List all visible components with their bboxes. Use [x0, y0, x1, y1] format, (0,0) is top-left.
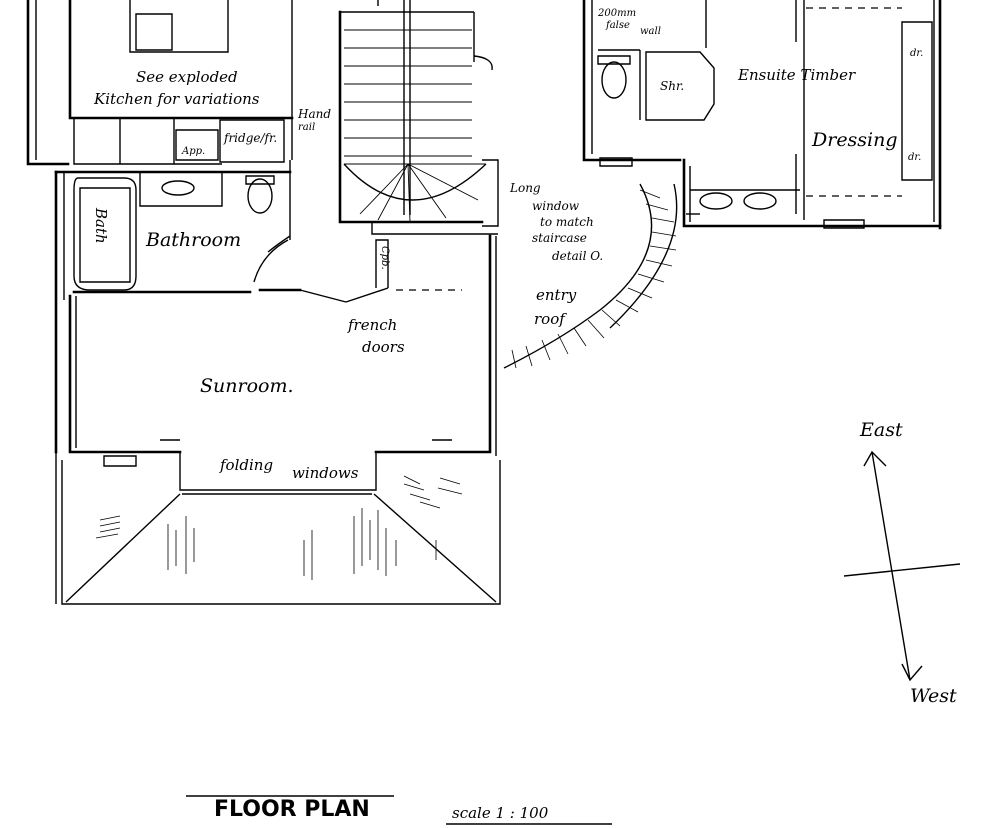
long-window-line-2: window [532, 199, 580, 213]
compass-west-label: West [910, 685, 957, 707]
spiral-staircase [338, 0, 499, 235]
drawing-title: FLOOR PLAN [214, 797, 370, 822]
kitchen [26, 0, 294, 166]
long-window-line-1: Long [509, 181, 541, 195]
dressing-label: Dressing [811, 129, 898, 151]
sunroom-label: Sunroom. [200, 375, 294, 397]
ensuite-label: Ensuite Timber [737, 66, 856, 84]
roof-below [55, 452, 501, 605]
appliance-label: App. [181, 146, 205, 157]
ensuite [582, 0, 942, 230]
entry-roof [503, 183, 678, 369]
hand-rail-label: Hand [297, 107, 331, 121]
bathroom [54, 160, 292, 454]
kitchen-note-line-2: Kitchen for variations [93, 90, 260, 108]
drawing-scale: scale 1 : 100 [452, 804, 549, 822]
compass-east-label: East [859, 419, 903, 441]
kitchen-note-line-1: See exploded [136, 68, 238, 86]
fridge-label: fridge/fr. [223, 131, 277, 145]
french-doors-line-2: doors [362, 338, 405, 356]
french-doors-line-1: french [347, 316, 397, 334]
long-window-line-4: staircase [532, 231, 587, 245]
entry-roof-line-2: roof [534, 310, 567, 328]
drawer-label-2: dr. [908, 152, 921, 163]
false-wall-line-1: 200mm [597, 8, 636, 19]
entry-roof-line-1: entry [536, 286, 577, 304]
drawer-label-1: dr. [910, 48, 923, 59]
title-block [186, 795, 612, 825]
sunroom [68, 234, 497, 467]
folding-windows-line-2: windows [292, 464, 359, 482]
false-wall-line-2: false [605, 20, 630, 31]
compass [843, 450, 961, 682]
long-window-line-5: detail O. [552, 249, 603, 263]
shower-label: Shr. [660, 79, 684, 93]
hand-rail-label-2: rail [298, 122, 315, 133]
bath-label: Bath [92, 207, 110, 244]
bathroom-label: Bathroom [145, 229, 241, 251]
cupboard-label: Cpb. [379, 246, 390, 270]
long-window-line-3: to match [540, 215, 594, 229]
false-wall-line-3: wall [640, 26, 661, 37]
folding-windows-line-1: folding [219, 456, 273, 474]
